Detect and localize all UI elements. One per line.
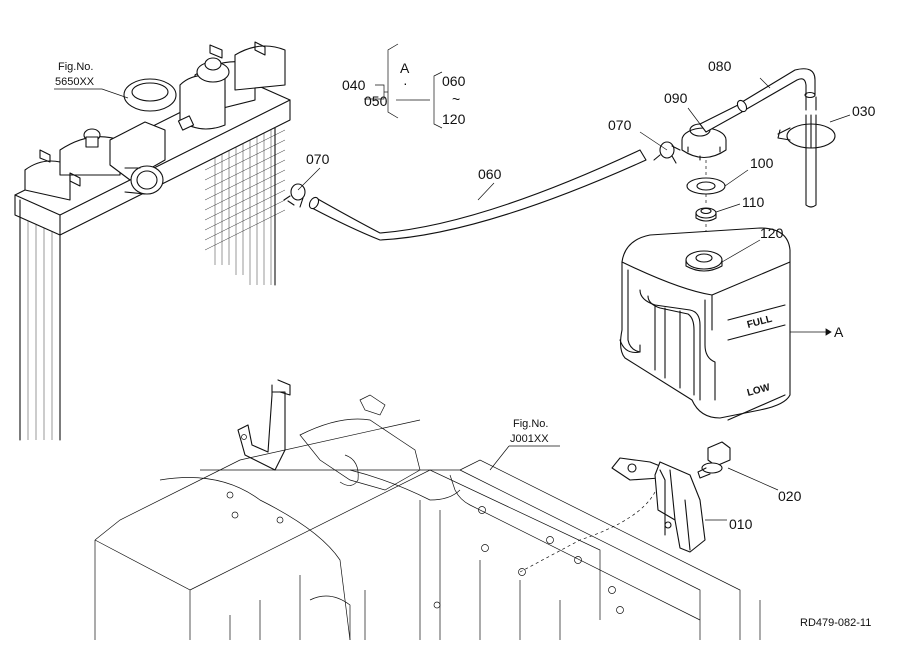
frame-holes [226,491,624,614]
callout-ref-a: A [834,324,844,340]
radiator-assembly [14,41,291,441]
figure-ref-radiator-line2: 5650XX [55,76,95,88]
bushing-110 [695,207,717,222]
leader-lines [297,77,851,573]
assembly-bracket-legend: 040 050 A · 060 ~ 120 [342,43,466,129]
drawing-code: RD479-082-11 [800,617,871,629]
figure-ref-radiator: Fig.No. 5650XX [54,61,129,99]
callout-050: 050 [364,93,388,109]
radiator-inlet [109,121,166,181]
callout-070-left: 070 [306,151,330,167]
ref-a-arrow [825,328,832,336]
callout-labels: 070 060 070 090 080 030 100 110 120 A 02… [306,58,876,532]
hose-080 [736,68,816,113]
bracket-range-top: 060 [442,73,466,89]
frame-assembly [94,379,761,641]
figure-ref-frame: Fig.No. J001XX [489,418,560,471]
callout-060: 060 [478,166,502,182]
callout-010: 010 [729,516,753,532]
callout-020: 020 [778,488,802,504]
callout-070-right: 070 [608,117,632,133]
radiator-outlet-pipe [130,165,164,195]
hose-clamp-070-left [283,183,306,208]
callout-120: 120 [760,225,784,241]
figure-ref-radiator-line1: Fig.No. [58,61,93,73]
callout-030: 030 [852,103,876,119]
hose-clamp-070-right [653,141,681,164]
figure-ref-frame-line2: J001XX [510,433,549,445]
tank-cap-090 [681,104,743,161]
clip-030 [777,114,836,149]
flange-bolt-020 [697,441,731,479]
hose-060 [308,149,647,241]
overflow-pipe [805,96,817,208]
gasket-100 [686,177,726,195]
bracket-dot: · [403,75,408,91]
frame-bracket [237,384,286,471]
tank-bracket-010 [611,457,706,553]
callout-090: 090 [664,90,688,106]
callout-100: 100 [750,155,774,171]
bracket-range-bottom: 120 [442,111,466,127]
figure-ref-frame-line1: Fig.No. [513,418,548,430]
reserve-tank-120: FULL LOW [619,227,791,421]
radiator-cap [123,78,177,112]
callout-080: 080 [708,58,732,74]
callout-040: 040 [342,77,366,93]
bracket-range-tilde: ~ [452,91,460,107]
callout-110: 110 [742,194,765,210]
bracket-label-a: A [400,60,410,76]
